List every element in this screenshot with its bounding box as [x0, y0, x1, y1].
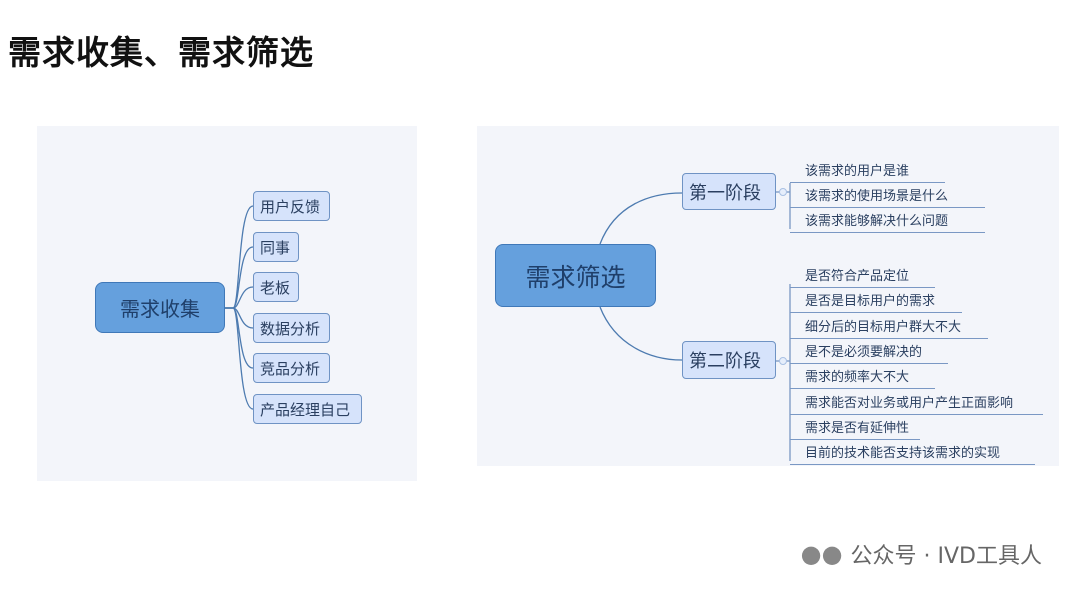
stage1-node: 第一阶段 [682, 173, 776, 210]
collect-child-node: 产品经理自己 [253, 394, 362, 424]
collect-child-node: 竞品分析 [253, 353, 330, 383]
watermark: ●● 公众号 · IVD工具人 [801, 538, 1042, 570]
stage1-item: 该需求能够解决什么问题 [790, 210, 985, 233]
stage2-item: 需求是否有延伸性 [790, 417, 920, 440]
collect-child-node: 数据分析 [253, 313, 330, 343]
stage2-node: 第二阶段 [682, 341, 776, 379]
collect-child-node: 同事 [253, 232, 299, 262]
stage2-item: 细分后的目标用户群大不大 [790, 316, 988, 339]
collect-child-node: 老板 [253, 272, 299, 302]
wechat-icon: ●● [800, 540, 843, 568]
stage2-item: 需求能否对业务或用户产生正面影响 [790, 392, 1043, 415]
watermark-text: 公众号 · IVD工具人 [850, 544, 1042, 569]
stage2-item: 目前的技术能否支持该需求的实现 [790, 442, 1035, 465]
collect-root-node: 需求收集 [95, 282, 225, 333]
stage2-item: 是不是必须要解决的 [790, 341, 948, 364]
collect-child-node: 用户反馈 [253, 191, 330, 221]
page-title: 需求收集、需求筛选 [8, 33, 314, 72]
stage2-item: 是否符合产品定位 [790, 265, 935, 288]
filter-root-node: 需求筛选 [495, 244, 656, 307]
stage1-item: 该需求的用户是谁 [790, 160, 945, 183]
stage1-item: 该需求的使用场景是什么 [790, 185, 985, 208]
stage2-item: 需求的频率大不大 [790, 366, 935, 389]
stage2-item: 是否是目标用户的需求 [790, 290, 962, 313]
